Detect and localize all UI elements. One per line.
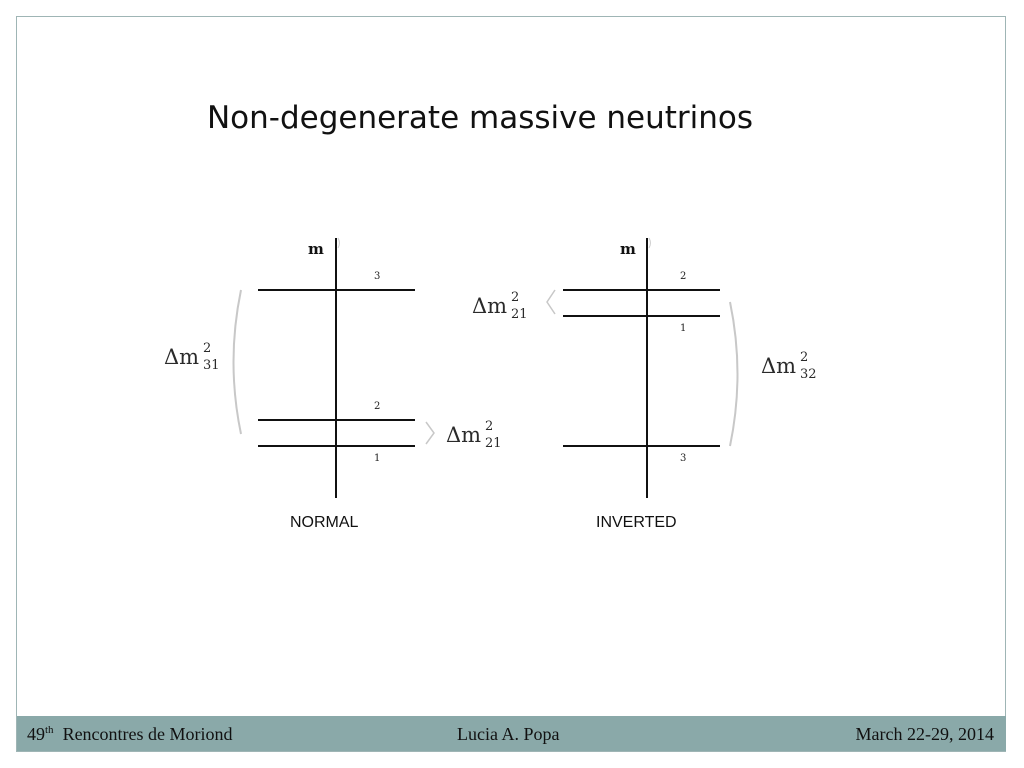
footer-event-number: 49: [27, 724, 45, 744]
delta-m-sub: 21: [485, 436, 502, 451]
normal-caption: NORMAL: [290, 514, 359, 531]
normal-level-3-label: 3: [374, 271, 381, 282]
slide-frame: [16, 16, 1006, 752]
delta-m-symbol: Δm: [472, 294, 508, 318]
normal-level-1-label: 1: [374, 453, 381, 464]
delta-m-sup: 2: [203, 341, 212, 356]
inverted-caption: INVERTED: [596, 514, 677, 531]
footer-bar: 49th Rencontres de Moriond Lucia A. Popa…: [17, 716, 1006, 751]
normal-delta-m31-label: Δm 2 31: [164, 342, 220, 372]
footer-event-sup: th: [45, 724, 54, 736]
inverted-small-brace: [546, 289, 556, 315]
footer-dates: March 22-29, 2014: [855, 724, 994, 744]
delta-m-sup: 2: [800, 350, 809, 365]
normal-level-2-label: 2: [374, 401, 381, 412]
inverted-axis-tick: [648, 237, 651, 249]
inverted-level-3-label: 3: [680, 453, 687, 464]
inverted-level-1-label: 1: [680, 323, 687, 334]
delta-m-sub: 31: [203, 358, 220, 373]
normal-hierarchy: [232, 237, 435, 498]
footer-event: 49th Rencontres de Moriond: [27, 724, 233, 745]
delta-m-sup: 2: [511, 290, 520, 305]
delta-m-sub: 32: [800, 367, 817, 382]
delta-m-sub: 21: [511, 307, 528, 322]
inverted-delta-m32-label: Δm 2 32: [761, 351, 817, 381]
inverted-level-2-label: 2: [680, 271, 687, 282]
delta-m-symbol: Δm: [164, 345, 200, 369]
inverted-axis-label: m: [620, 240, 636, 258]
footer-author: Lucia A. Popa: [457, 724, 560, 744]
footer-event-name: Rencontres de Moriond: [62, 724, 233, 744]
slide-title: Non-degenerate massive neutrinos: [206, 100, 754, 136]
normal-large-brace: [232, 289, 242, 435]
normal-axis-tick: [337, 237, 340, 249]
inverted-large-brace: [729, 301, 739, 447]
delta-m-symbol: Δm: [446, 423, 482, 447]
normal-small-brace: [425, 421, 435, 445]
delta-m-symbol: Δm: [761, 354, 797, 378]
delta-m-sup: 2: [485, 419, 494, 434]
normal-delta-m21-label: Δm 2 21: [446, 420, 502, 450]
normal-axis-label: m: [308, 240, 324, 258]
inverted-delta-m21-label: Δm 2 21: [472, 291, 528, 321]
inverted-hierarchy: [546, 237, 739, 498]
